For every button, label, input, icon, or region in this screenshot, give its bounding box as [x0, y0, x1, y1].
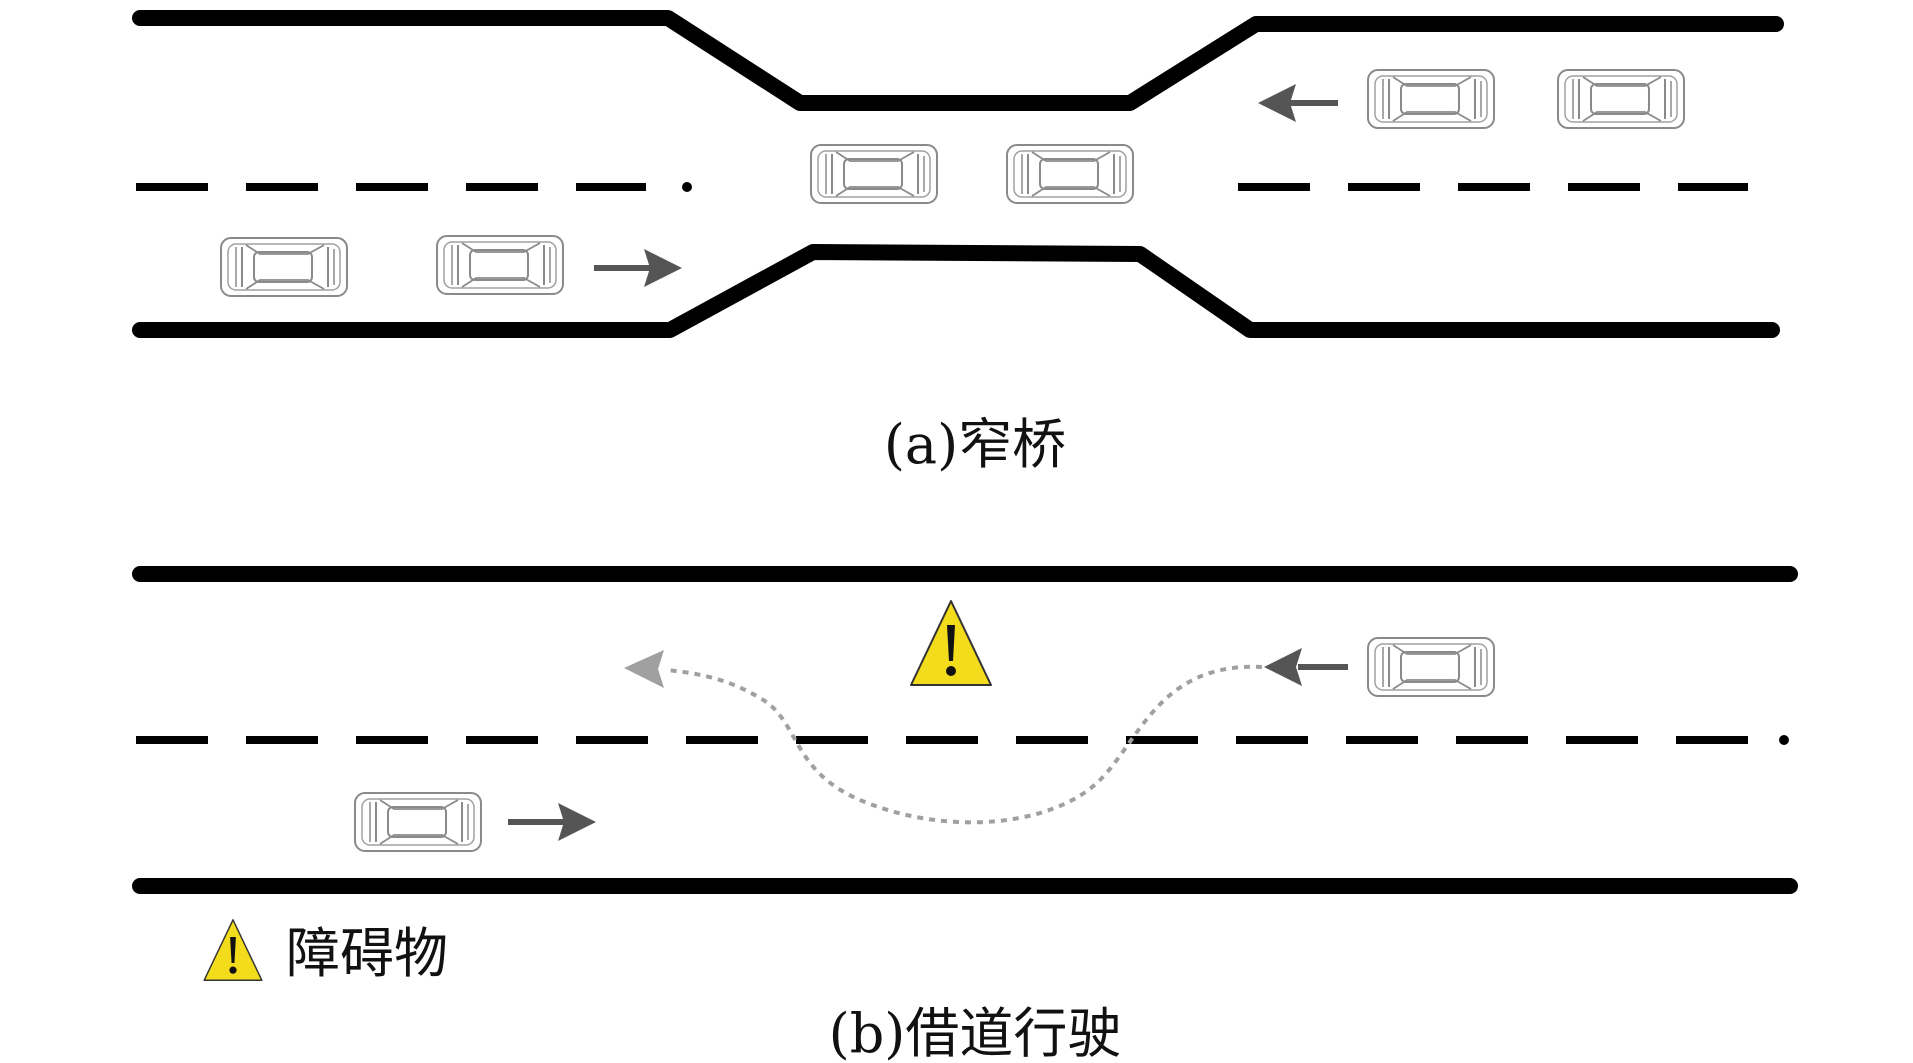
panel-a: (a)窄桥 [132, 10, 1784, 476]
lane-divider-dot-a [682, 182, 692, 192]
car-icon [220, 237, 348, 297]
road-edge-top-a [132, 10, 1784, 111]
panel-b: 障碍物 (b)借道行驶 [132, 566, 1798, 1063]
car-icon [1557, 69, 1685, 129]
arrow-left-icon [1258, 84, 1338, 122]
car-icon [354, 792, 482, 852]
obstacle-warning-icon [910, 600, 992, 686]
detour-path [665, 664, 1263, 825]
legend-label: 障碍物 [286, 922, 448, 985]
road-edge-bottom-a [132, 244, 1780, 338]
legend: 障碍物 [203, 919, 448, 985]
car-icon [1367, 69, 1495, 129]
caption-b: (b)借道行驶 [829, 1002, 1122, 1063]
car-icon [436, 235, 564, 295]
car-icon [810, 144, 938, 204]
caption-a: (a)窄桥 [884, 413, 1066, 476]
warning-triangle-icon [203, 919, 263, 981]
car-icon [1006, 144, 1134, 204]
arrowhead-left-icon [624, 650, 664, 688]
lane-divider-dot-b [1779, 735, 1789, 745]
arrow-right-icon [594, 249, 682, 287]
car-icon [1367, 637, 1495, 697]
arrow-right-icon [508, 803, 596, 841]
arrow-left-icon [1264, 648, 1348, 686]
